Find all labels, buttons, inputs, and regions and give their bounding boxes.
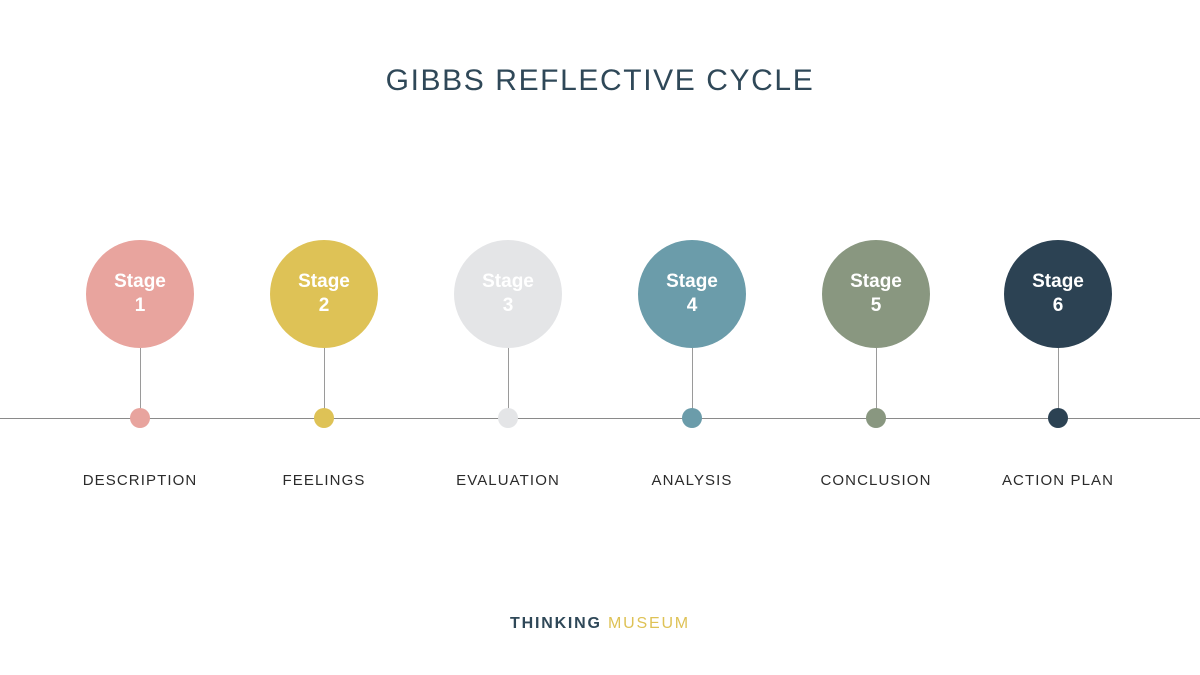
brand-secondary-text: MUSEUM [608, 615, 690, 632]
stage-connector-line [323, 348, 325, 418]
stage-word: Stage [114, 270, 166, 292]
stage-number: 4 [686, 295, 698, 316]
stage-word: Stage [1032, 270, 1084, 292]
stage-bubble[interactable]: Stage 1 [86, 240, 194, 348]
timeline-node-dot[interactable] [314, 408, 334, 428]
stage-connector-line [875, 348, 877, 418]
stage-number: 5 [870, 295, 882, 316]
stage-word: Stage [666, 270, 718, 292]
footer-brand: THINKING MUSEUM [0, 615, 1200, 633]
stage-caption: ACTION PLAN [1001, 472, 1115, 489]
stage-word: Stage [298, 270, 350, 292]
stage-connector-line [139, 348, 141, 418]
stage-caption: DESCRIPTION [82, 472, 198, 489]
timeline-node-dot[interactable] [866, 408, 886, 428]
timeline-axis [0, 418, 1200, 419]
stage-number: 2 [318, 295, 330, 316]
stage-bubble[interactable]: Stage 3 [454, 240, 562, 348]
stage-bubble[interactable]: Stage 2 [270, 240, 378, 348]
brand-primary-text: THINKING [510, 615, 602, 632]
timeline-node-dot[interactable] [682, 408, 702, 428]
timeline-node-dot[interactable] [498, 408, 518, 428]
stage-bubble[interactable]: Stage 6 [1004, 240, 1112, 348]
stage-bubble[interactable]: Stage 4 [638, 240, 746, 348]
stage-word: Stage [482, 270, 534, 292]
stage-connector-line [1057, 348, 1059, 418]
page-title: GIBBS REFLECTIVE CYCLE [385, 64, 815, 97]
stage-caption: CONCLUSION [820, 472, 932, 489]
stage-caption: ANALYSIS [651, 472, 733, 489]
stage-number: 1 [134, 295, 146, 316]
stage-number: 6 [1052, 295, 1064, 316]
stage-number: 3 [502, 295, 514, 316]
stage-bubble[interactable]: Stage 5 [822, 240, 930, 348]
stage-word: Stage [850, 270, 902, 292]
timeline-node-dot[interactable] [130, 408, 150, 428]
stage-connector-line [691, 348, 693, 418]
stage-caption: FEELINGS [282, 472, 366, 489]
timeline-node-dot[interactable] [1048, 408, 1068, 428]
stage-caption: EVALUATION [456, 472, 560, 489]
stage-connector-line [507, 348, 509, 418]
